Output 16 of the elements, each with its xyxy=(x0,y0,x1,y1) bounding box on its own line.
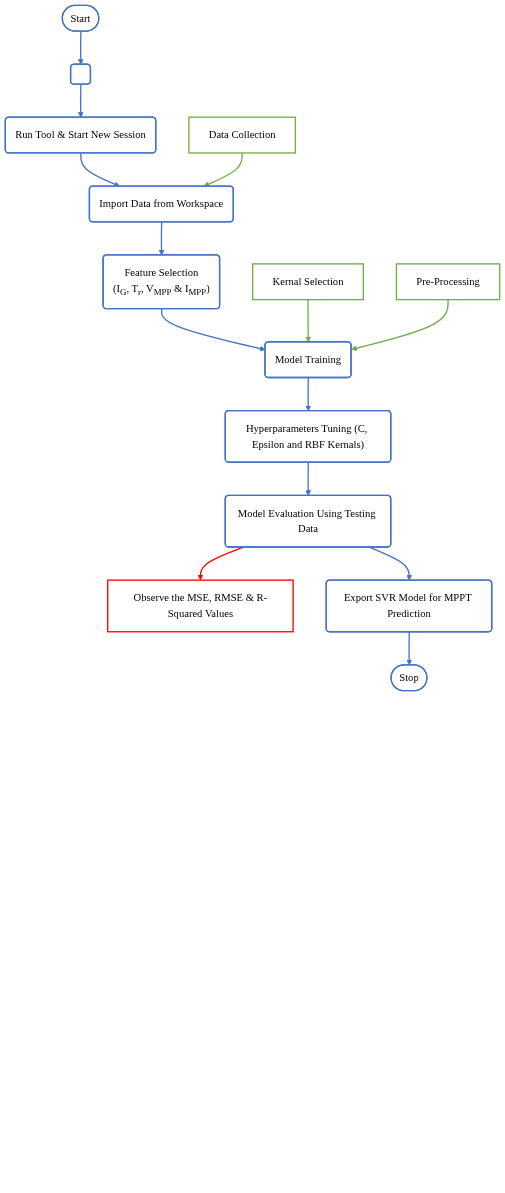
arrow xyxy=(406,631,413,666)
arrow xyxy=(77,30,84,65)
node-box: Kernal Selection xyxy=(252,263,364,301)
arrow xyxy=(305,461,312,496)
arrow xyxy=(305,299,312,343)
arrow xyxy=(80,152,120,187)
node-box: Pre-Processing xyxy=(395,263,501,301)
arrow xyxy=(351,299,449,351)
arrow xyxy=(77,83,84,118)
arrow xyxy=(369,546,413,581)
arrow xyxy=(203,152,243,187)
arrow xyxy=(305,377,312,412)
node-box: Observe the MSE, RMSE & R-Squared Values xyxy=(107,579,294,633)
node-box: Data Collection xyxy=(188,116,297,154)
arrow xyxy=(197,546,244,581)
arrow xyxy=(158,221,165,256)
